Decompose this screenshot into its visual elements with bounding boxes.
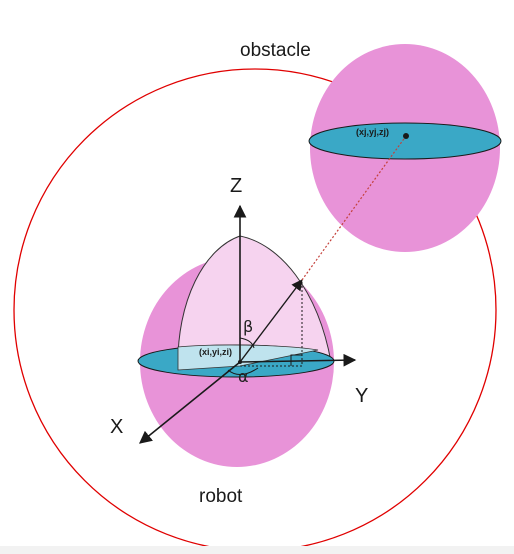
alpha-arc <box>227 367 259 375</box>
y-axis-line <box>239 353 357 367</box>
right-angle-mark <box>290 354 302 366</box>
robot-center-point <box>238 360 242 364</box>
direction-vector <box>239 279 303 363</box>
z-axis-label: Z <box>230 175 242 197</box>
robot-label: robot <box>199 486 243 507</box>
robot-coordinate-label: (xi,yi,zi) <box>199 347 232 357</box>
beta-label: β <box>243 317 253 336</box>
x-axis-line <box>139 361 241 444</box>
obstacle-coordinate-label: (xj,yj,zj) <box>356 127 389 137</box>
obstacle-center-point <box>403 133 409 139</box>
obstacle-equator-disc <box>308 122 502 160</box>
obstacle-label: obstacle <box>240 40 311 61</box>
sensing-boundary-circle <box>13 68 497 546</box>
beta-arc <box>239 337 255 349</box>
x-axis-label: X <box>110 416 123 438</box>
robot-to-obstacle-line <box>301 135 407 281</box>
alpha-label: α <box>238 367 249 386</box>
y-axis-label: Y <box>355 385 368 407</box>
bottom-band <box>0 546 514 554</box>
